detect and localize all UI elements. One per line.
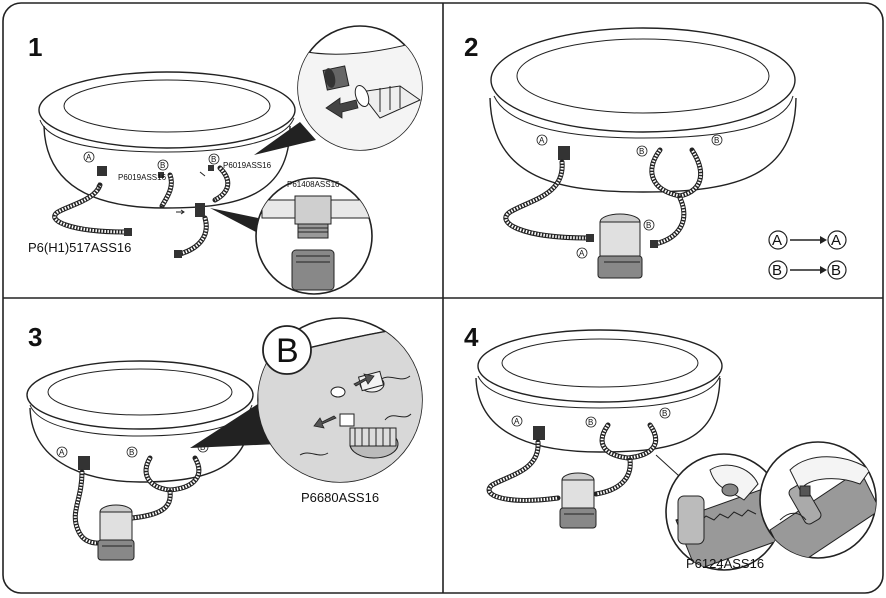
step-number: 3 bbox=[28, 322, 42, 352]
valve-fitting bbox=[97, 166, 107, 176]
label-b: B bbox=[659, 407, 671, 419]
arrow-icon bbox=[199, 171, 206, 177]
legend-row: B B bbox=[768, 260, 847, 280]
hose-connector bbox=[174, 250, 182, 258]
svg-text:A: A bbox=[831, 232, 841, 249]
detail-magnifier bbox=[759, 441, 877, 559]
filter-pump bbox=[559, 472, 597, 529]
label-a: A bbox=[576, 247, 588, 259]
hose-connector bbox=[650, 240, 658, 248]
label-b: B bbox=[126, 446, 138, 458]
hose bbox=[159, 172, 174, 209]
hose bbox=[503, 159, 591, 241]
svg-text:A: A bbox=[514, 417, 520, 426]
part-code: P6019ASS16 bbox=[223, 161, 272, 170]
part-code: P6680ASS16 bbox=[301, 490, 379, 505]
pool bbox=[475, 329, 723, 453]
step-number: 1 bbox=[28, 32, 42, 62]
svg-text:B: B bbox=[714, 136, 719, 145]
svg-text:A: A bbox=[86, 153, 92, 162]
pool bbox=[26, 360, 254, 483]
label-a: A bbox=[536, 134, 548, 146]
arrow-icon bbox=[325, 97, 359, 119]
hose bbox=[649, 147, 704, 199]
svg-text:B: B bbox=[211, 155, 216, 164]
hose bbox=[599, 422, 658, 461]
svg-text:B: B bbox=[588, 418, 593, 427]
hose bbox=[212, 165, 231, 203]
label-b: B bbox=[157, 159, 169, 171]
step-number: 4 bbox=[464, 322, 479, 352]
arrow-icon bbox=[353, 373, 375, 387]
hose-connector bbox=[124, 228, 132, 236]
valve bbox=[533, 426, 545, 440]
arrow-icon bbox=[96, 182, 102, 190]
svg-text:A: A bbox=[59, 448, 65, 457]
detail-magnifier: B bbox=[190, 317, 423, 483]
strainer-fitting bbox=[208, 165, 214, 171]
filter-pump bbox=[597, 213, 643, 279]
valve bbox=[558, 146, 570, 160]
svg-text:B: B bbox=[662, 409, 667, 418]
label-b: B bbox=[636, 145, 648, 157]
svg-text:B: B bbox=[276, 332, 299, 370]
hose-connector bbox=[586, 234, 594, 242]
hose bbox=[129, 489, 173, 521]
legend-row: A A bbox=[768, 230, 847, 250]
strainer-fitting bbox=[158, 172, 164, 178]
hose bbox=[593, 457, 633, 497]
detail-magnifier bbox=[665, 453, 783, 571]
svg-text:A: A bbox=[539, 136, 545, 145]
connection-legend: A A B B bbox=[768, 230, 847, 280]
svg-text:A: A bbox=[772, 232, 782, 249]
svg-text:B: B bbox=[639, 147, 644, 156]
detail-magnifier bbox=[254, 25, 423, 155]
callout-label-b: B bbox=[262, 325, 312, 375]
pool bbox=[489, 27, 797, 193]
valve bbox=[195, 203, 205, 217]
arrow-icon bbox=[313, 415, 337, 429]
part-code: P6124ASS16 bbox=[686, 556, 764, 571]
hose bbox=[177, 215, 209, 257]
label-b: B bbox=[711, 134, 723, 146]
svg-text:B: B bbox=[831, 262, 841, 279]
hose bbox=[52, 182, 128, 235]
label-b: B bbox=[585, 416, 597, 428]
filter-pump bbox=[97, 504, 135, 561]
panel-step-2: 2 A B B bbox=[464, 27, 847, 280]
pool bbox=[38, 71, 296, 209]
label-b: B bbox=[208, 153, 220, 165]
label-a: A bbox=[56, 446, 68, 458]
panel-step-3: 3 A B B bbox=[26, 317, 423, 561]
svg-text:B: B bbox=[160, 161, 165, 170]
step-number: 2 bbox=[464, 32, 478, 62]
hose bbox=[143, 455, 202, 493]
valve bbox=[78, 456, 90, 470]
panel-step-1: 1 A B B P6019ASS16 P6019ASS16 bbox=[28, 25, 423, 295]
arrow-icon bbox=[176, 209, 185, 215]
panel-step-4: 4 A B B bbox=[464, 322, 877, 571]
label-a: A bbox=[83, 151, 95, 163]
part-code: P61408ASS16 bbox=[287, 180, 340, 189]
hose bbox=[486, 439, 561, 503]
hose bbox=[652, 195, 687, 247]
detail-magnifier: P61408ASS16 bbox=[210, 177, 373, 295]
svg-text:B: B bbox=[772, 262, 782, 279]
svg-text:B: B bbox=[646, 221, 651, 230]
label-b: B bbox=[643, 219, 655, 231]
part-code: P6(H1)517ASS16 bbox=[28, 240, 131, 255]
part-code: P6019ASS16 bbox=[118, 173, 167, 182]
label-a: A bbox=[511, 415, 523, 427]
svg-text:A: A bbox=[579, 249, 585, 258]
svg-text:B: B bbox=[129, 448, 134, 457]
svg-text:B: B bbox=[200, 443, 205, 452]
